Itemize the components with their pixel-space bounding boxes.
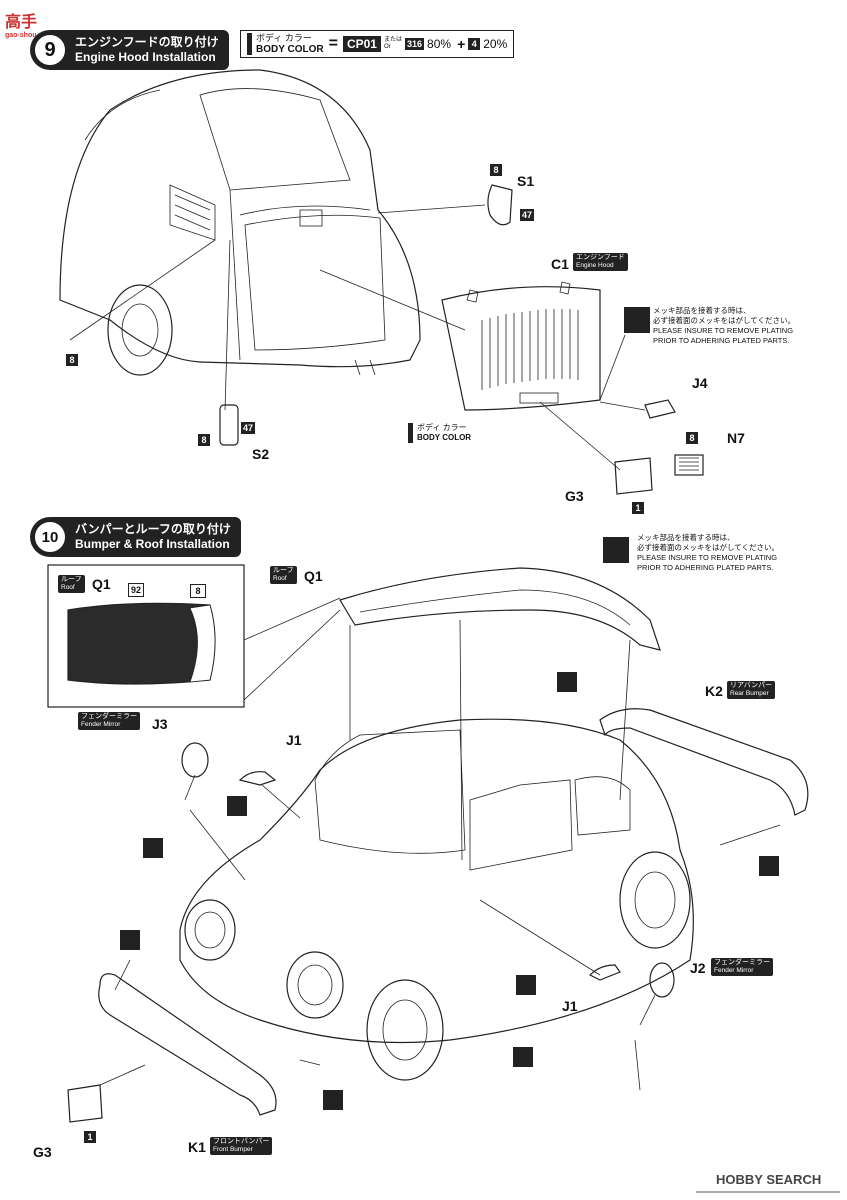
step9-title: エンジンフードの取り付け Engine Hood Installation	[75, 35, 219, 65]
remove-plating-icon	[603, 537, 629, 563]
plus-sign: +	[457, 36, 466, 52]
remove-plating-icon	[557, 672, 577, 692]
part-g3-label: G3	[565, 488, 584, 504]
part-k2-label: K2	[705, 683, 723, 699]
g3-bottom-color-1: 1	[84, 1127, 96, 1145]
part-j1-top-label: J1	[286, 732, 302, 748]
step9-title-jp: エンジンフードの取り付け	[75, 35, 219, 49]
inset-q1-label: Q1	[92, 576, 111, 592]
watermark-text: 高手	[5, 14, 38, 31]
step10-number: 10	[33, 520, 67, 554]
watermark-logo: 高手 gao-shou.com	[5, 8, 53, 39]
color-4: 4	[468, 38, 481, 50]
step10-title-jp: バンパーとルーフの取り付け	[75, 522, 231, 536]
remove-plating-icon	[624, 307, 650, 333]
body-color-jp: ボディ カラー	[256, 33, 312, 43]
n7-color-8: 8	[686, 428, 698, 446]
part-c1-label: C1	[551, 256, 569, 272]
inset-color-92: 92	[128, 580, 144, 598]
remove-plating-icon	[516, 975, 536, 995]
hood-body-color-label: ボディ カラー BODY COLOR	[408, 423, 471, 443]
body-color-label: ボディ カラー BODY COLOR	[247, 33, 324, 55]
remove-plating-icon	[323, 1090, 343, 1110]
step9-plating-note: メッキ部品を接着する時は、 必ず接着面のメッキをはがしてください。 PLEASE…	[653, 306, 796, 345]
remove-plating-icon	[143, 838, 163, 858]
step10-title-en: Bumper & Roof Installation	[75, 537, 230, 551]
part-g3-bottom-label: G3	[33, 1144, 52, 1160]
body-color-8-swatch: 8	[66, 350, 78, 368]
step9-header: 9 エンジンフードの取り付け Engine Hood Installation	[30, 30, 229, 70]
equals-sign: =	[328, 35, 338, 52]
part-s2-label: S2	[252, 446, 270, 462]
part-j1-bottom-label: J1	[562, 998, 578, 1014]
remove-plating-icon	[120, 930, 140, 950]
part-k1-label: K1	[188, 1139, 206, 1155]
remove-plating-icon	[227, 796, 247, 816]
part-s1-label: S1	[517, 173, 535, 189]
color-code-cp01: CP01	[342, 36, 381, 52]
body-color-en: BODY COLOR	[256, 44, 324, 55]
color-4-pct: 20%	[483, 37, 508, 51]
s2-color-47: 47	[241, 422, 256, 434]
part-j3-label: J3	[152, 716, 168, 732]
watermark-url: gao-shou.com	[5, 32, 53, 39]
step10-title: バンパーとルーフの取り付け Bumper & Roof Installation	[75, 522, 231, 552]
part-q1-label: Q1	[304, 568, 323, 584]
s2-color-8: 8	[198, 430, 210, 448]
inset-color-8: 8	[190, 581, 206, 599]
step9-number: 9	[33, 33, 67, 67]
part-n7-label: N7	[727, 430, 745, 446]
remove-plating-icon	[759, 856, 779, 876]
g3-color-1: 1	[632, 498, 644, 516]
step10-header: 10 バンパーとルーフの取り付け Bumper & Roof Installat…	[30, 517, 241, 557]
part-j4-label: J4	[692, 375, 708, 391]
color-316: 316	[405, 38, 425, 50]
step10-plating-note: メッキ部品を接着する時は、 必ず接着面のメッキをはがしてください。 PLEASE…	[637, 533, 780, 572]
s1-color-swatch: 8	[490, 160, 502, 178]
step9-title-en: Engine Hood Installation	[75, 50, 216, 64]
part-j2-label: J2	[690, 960, 706, 976]
remove-plating-icon	[513, 1047, 533, 1067]
hobby-search-logo: HOBBY SEARCH	[716, 1172, 822, 1187]
s1-color-47: 47	[520, 209, 535, 221]
color-316-pct: 80%	[427, 37, 452, 51]
